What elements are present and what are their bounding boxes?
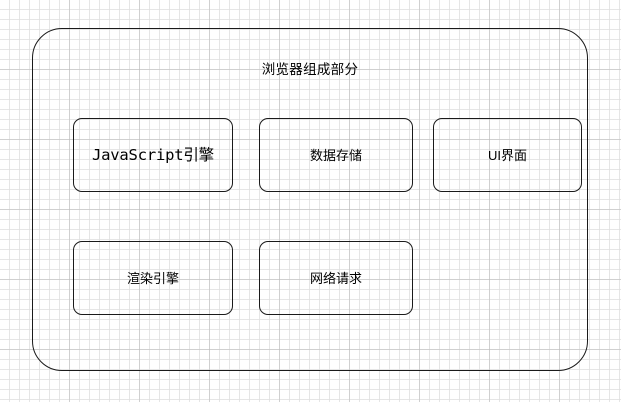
node-data-storage-label: 数据存储 bbox=[309, 147, 362, 163]
container-title: 浏览器组成部分 bbox=[261, 62, 359, 77]
node-data-storage[interactable]: 数据存储 bbox=[259, 118, 413, 192]
node-js-engine-label: JavaScript引擎 bbox=[92, 145, 214, 164]
node-ui-interface[interactable]: UI界面 bbox=[433, 118, 582, 192]
node-ui-interface-label: UI界面 bbox=[487, 147, 527, 163]
node-render-engine[interactable]: 渲染引擎 bbox=[73, 241, 233, 315]
node-js-engine[interactable]: JavaScript引擎 bbox=[73, 118, 233, 192]
node-network-request-label: 网络请求 bbox=[309, 270, 362, 286]
browser-components-container[interactable]: 浏览器组成部分 JavaScript引擎 数据存储 UI界面 渲染引擎 网络请求 bbox=[32, 28, 588, 371]
node-network-request[interactable]: 网络请求 bbox=[259, 241, 413, 315]
node-render-engine-label: 渲染引擎 bbox=[126, 270, 179, 286]
